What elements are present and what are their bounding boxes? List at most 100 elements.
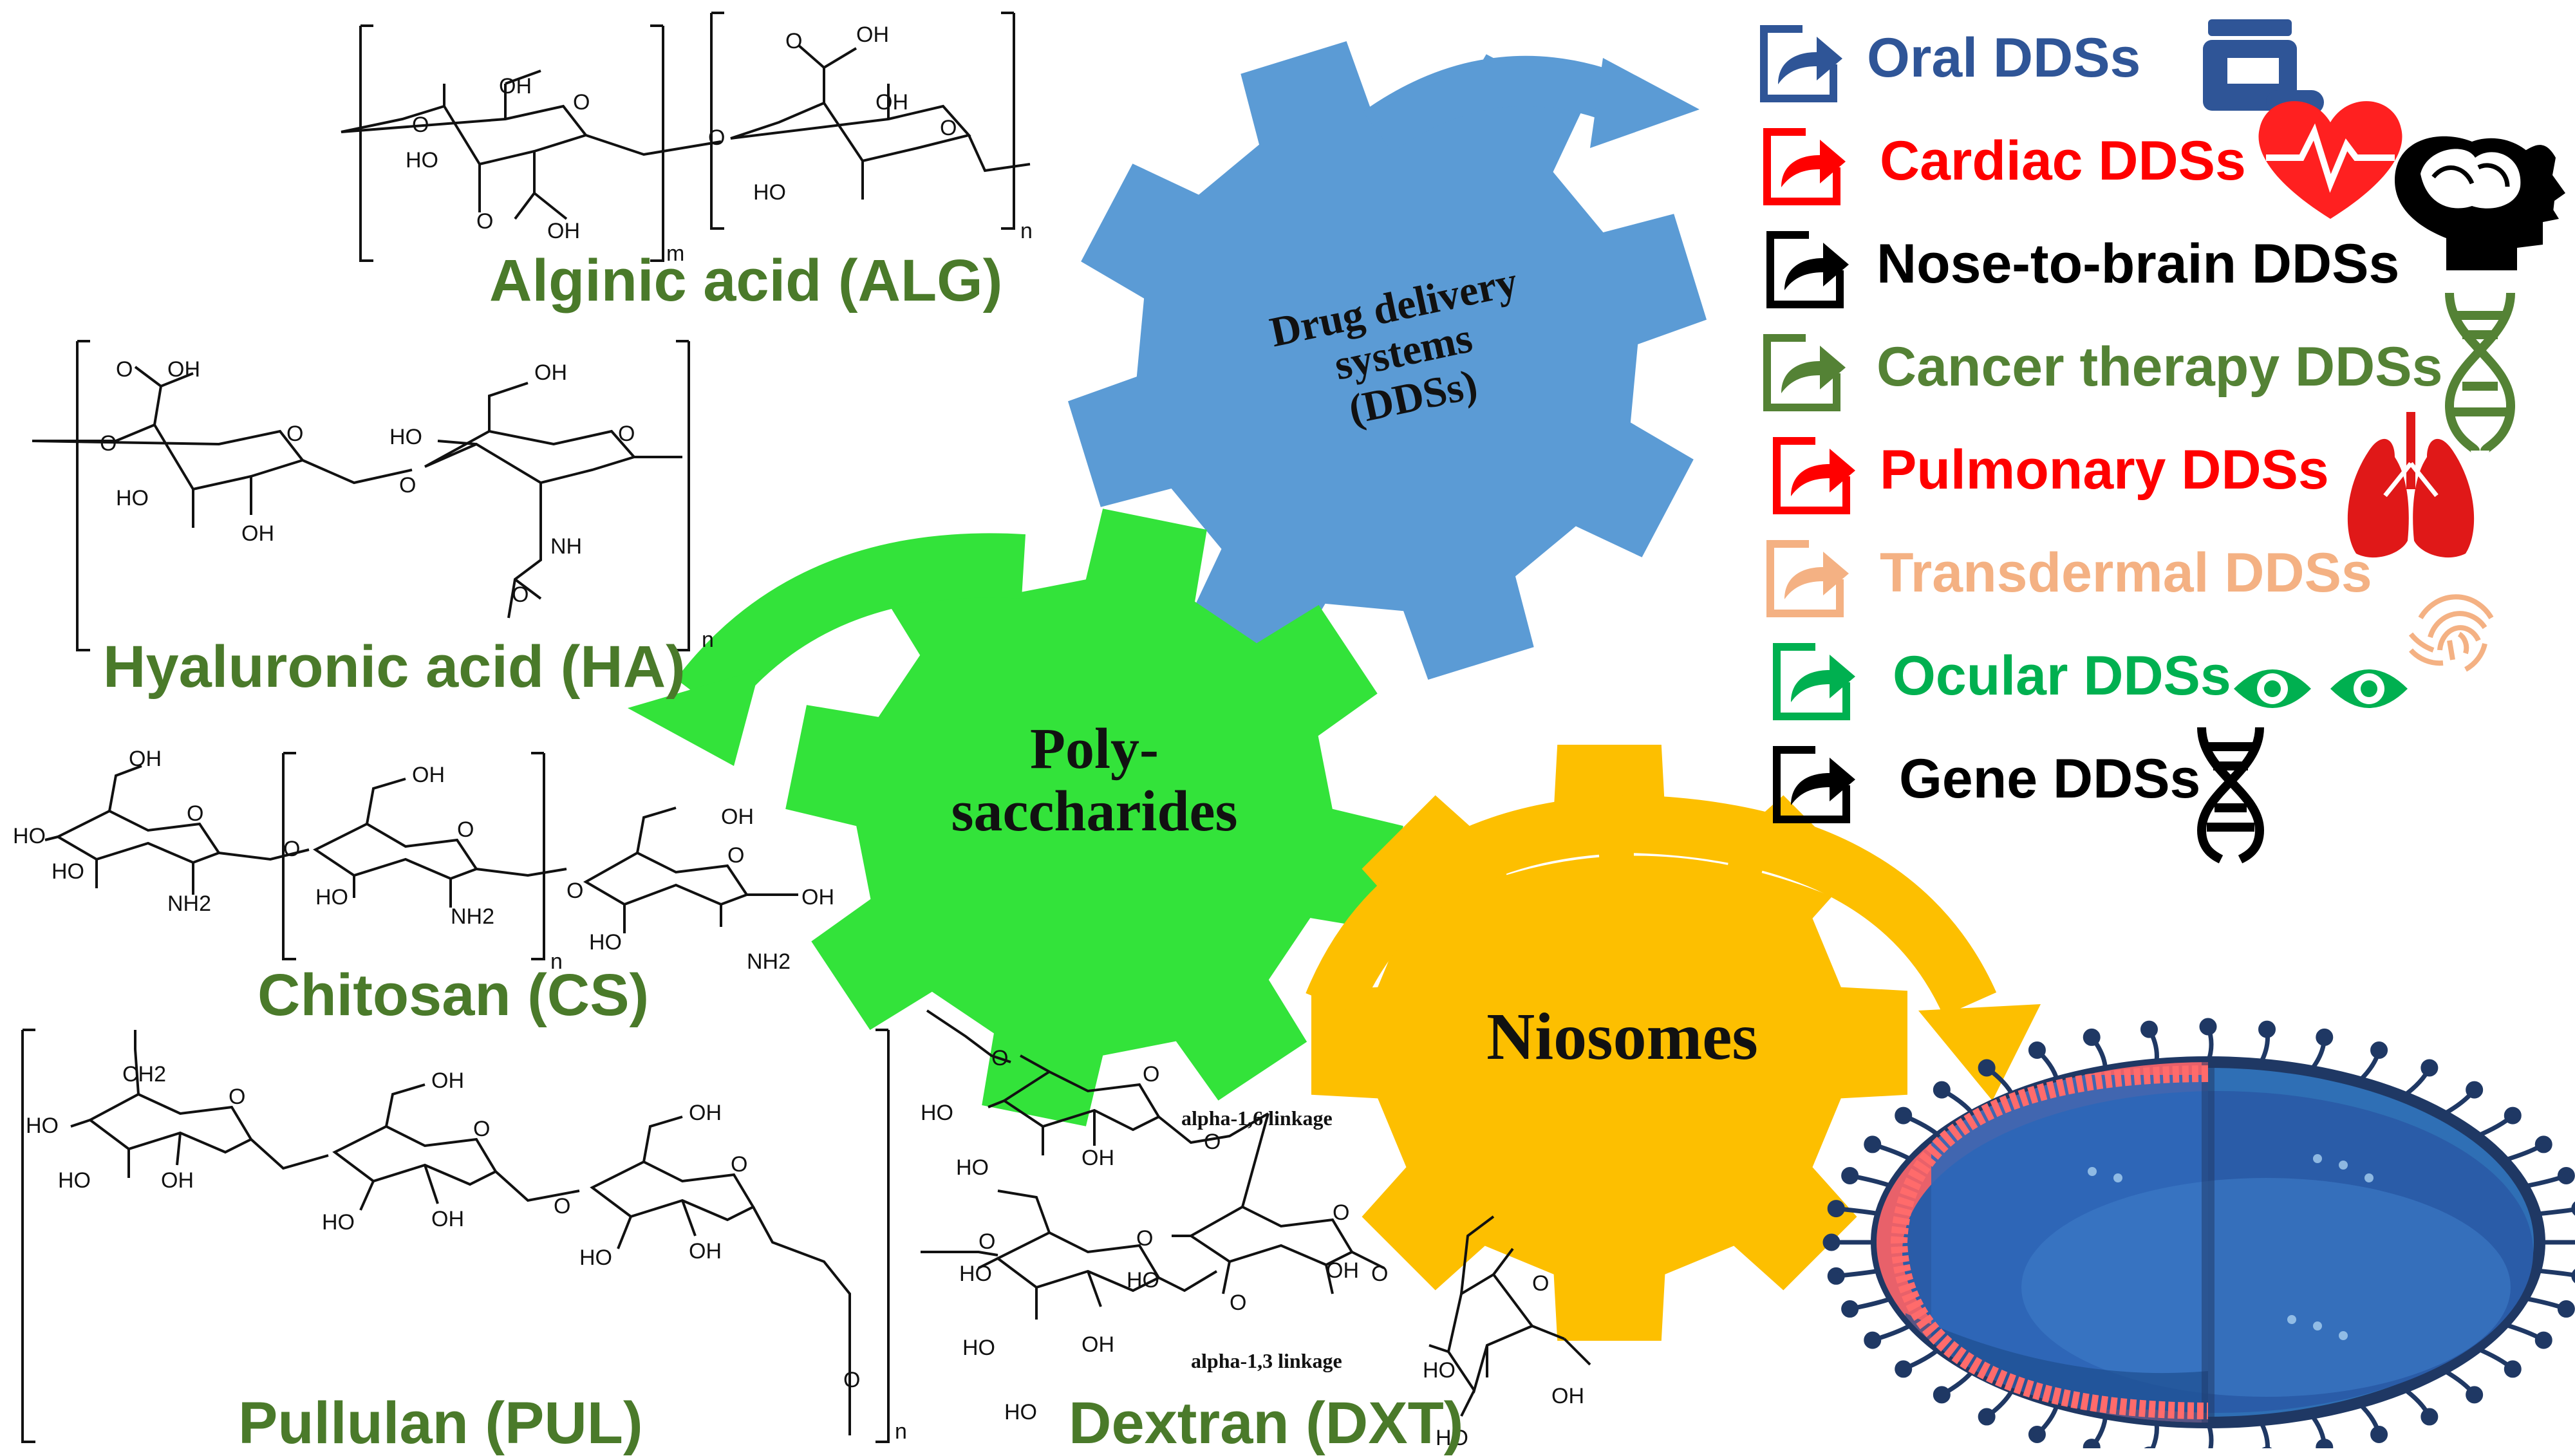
niosome-surfactant-head — [2534, 1135, 2552, 1153]
struct-o: O — [473, 1117, 490, 1141]
dds-label: Oral DDSs — [1867, 27, 2141, 89]
struct-oh: OH — [167, 357, 200, 382]
dna-icon — [2196, 727, 2265, 864]
struct-n: n — [895, 1419, 907, 1444]
niosome-surfactant-head — [2316, 1028, 2334, 1046]
struct-ho: HO — [322, 1210, 355, 1235]
struct-oh: OH — [689, 1239, 722, 1264]
niosome-surfactant-head — [2571, 1201, 2575, 1216]
dds-label: Pulmonary DDSs — [1880, 439, 2329, 501]
struct-o: O — [979, 1229, 995, 1254]
dds-gear-shape — [1068, 41, 1707, 680]
struct-oh: OH — [1326, 1258, 1359, 1283]
niosome-surfactant-head — [1895, 1106, 1913, 1125]
struct-o: O — [554, 1194, 570, 1218]
struct-n: n — [1020, 219, 1033, 243]
struct-nh: NH — [550, 534, 582, 559]
heart-pulse-icon — [2258, 101, 2402, 219]
struct-m: m — [666, 241, 684, 266]
dds-arrow — [1363, 55, 1700, 153]
struct-ho: HO — [956, 1155, 989, 1180]
polysaccharide-gear-title: Poly- saccharides — [951, 717, 1238, 844]
struct-o: O — [940, 116, 957, 140]
dds-list-item-oral: Oral DDSs — [1764, 16, 2569, 106]
share-arrow-box-icon — [1773, 643, 1855, 720]
struct-ho: HO — [1127, 1268, 1159, 1293]
struct-o: O — [412, 113, 429, 137]
struct-ho: HO — [1423, 1358, 1456, 1383]
struct-ho: HO — [589, 930, 622, 955]
niosome-surfactant-head — [2370, 1041, 2388, 1059]
struct-o: O — [1143, 1062, 1159, 1087]
niosome-surfactant-head — [2028, 1041, 2046, 1059]
share-arrow-box-icon — [1766, 231, 1849, 308]
struct-o: O — [1230, 1291, 1246, 1315]
struct-o: O — [457, 817, 474, 842]
struct-o: O — [618, 422, 635, 446]
alginic-acid-structure: O OH HO O O OH m O OH O OH O HO n — [341, 12, 1033, 266]
struct-o: O — [1136, 1226, 1153, 1251]
struct-o: O — [1333, 1200, 1349, 1225]
hyaluronic-acid-label: Hyaluronic acid (HA) — [103, 634, 686, 700]
struct-o: O — [843, 1368, 860, 1392]
lungs-icon — [2347, 412, 2475, 558]
niosome-surfactant-head — [2316, 1439, 2334, 1448]
struct-o: O — [399, 473, 416, 498]
struct-ho: HO — [1436, 1426, 1468, 1448]
struct-n: n — [702, 628, 714, 652]
niosome-surfactant-head — [1864, 1331, 1882, 1349]
niosome-surfactant-head — [2258, 1020, 2276, 1038]
struct-o: O — [708, 126, 725, 150]
chitosan-structure: OH HO HO NH2 O O OH HO NH2 O n O OH HO N… — [13, 747, 834, 974]
struct-oh: OH — [876, 90, 908, 115]
struct-nh2: NH2 — [167, 891, 211, 916]
struct-ho: HO — [58, 1168, 91, 1193]
struct-oh: OH — [1082, 1146, 1114, 1170]
niosome-surfactant-head — [2557, 1166, 2575, 1184]
niosome-surfactant-head — [2466, 1386, 2484, 1404]
dds-label: Cancer therapy DDSs — [1877, 336, 2443, 398]
polysaccharide-gear-shape — [785, 509, 1403, 1126]
struct-o: O — [573, 90, 590, 115]
dextran-structure: O HO HO OH O alpha-1,6 linkage O O HO HO… — [921, 1009, 1591, 1448]
share-arrow-box-icon — [1766, 540, 1849, 617]
fingerprint-icon — [2408, 594, 2494, 672]
struct-o: O — [512, 583, 529, 607]
struct-ho: HO — [13, 824, 46, 848]
niosome-surfactant-head — [1822, 1233, 1840, 1251]
struct-ho: HO — [406, 148, 438, 173]
alginic-acid-label: Alginic acid (ALG) — [489, 248, 1003, 313]
struct-oh: OH — [721, 805, 754, 829]
struct-ho: HO — [389, 425, 422, 449]
struct-oh: OH — [431, 1207, 464, 1231]
struct-ho: HO — [1004, 1400, 1037, 1424]
struct-ho: HO — [116, 486, 149, 510]
share-arrow-box-icon — [1760, 25, 1842, 102]
struct-o: O — [566, 879, 583, 903]
dds-list-item-cardiac: Cardiac DDSs — [1764, 119, 2569, 209]
dds-gear — [1068, 41, 1707, 680]
niosome-surfactant-head — [1933, 1386, 1951, 1404]
niosome-surfactant-head — [1895, 1360, 1913, 1378]
niosome-surfactant-head — [1827, 1200, 1845, 1218]
eye-icon — [2234, 669, 2408, 708]
struct-ho: HO — [579, 1246, 612, 1270]
dds-label: Ocular DDSs — [1893, 645, 2231, 707]
struct-ho: HO — [921, 1101, 953, 1125]
niosome-surfactant-head — [2199, 1018, 2217, 1036]
niosome-vesicle-illustration — [1822, 1018, 2575, 1448]
dds-label: Cardiac DDSs — [1880, 130, 2246, 192]
niosome-surfactant-head — [2140, 1020, 2158, 1038]
dna-icon — [2444, 292, 2516, 453]
struct-n: n — [550, 949, 563, 974]
niosome-surfactant-head — [2420, 1059, 2439, 1077]
struct-o: O — [1204, 1130, 1221, 1154]
niosome-surfactant-tail — [2535, 1268, 2575, 1278]
niosome-surfactant-head — [2557, 1300, 2575, 1318]
share-arrow-box-icon — [1773, 746, 1855, 823]
niosome-surfactant-head — [1933, 1081, 1951, 1099]
struct-ho: HO — [315, 885, 348, 910]
struct-o: O — [100, 431, 117, 456]
niosome-surfactant-head — [2083, 1439, 2101, 1448]
struct-nh2: NH2 — [451, 904, 494, 929]
